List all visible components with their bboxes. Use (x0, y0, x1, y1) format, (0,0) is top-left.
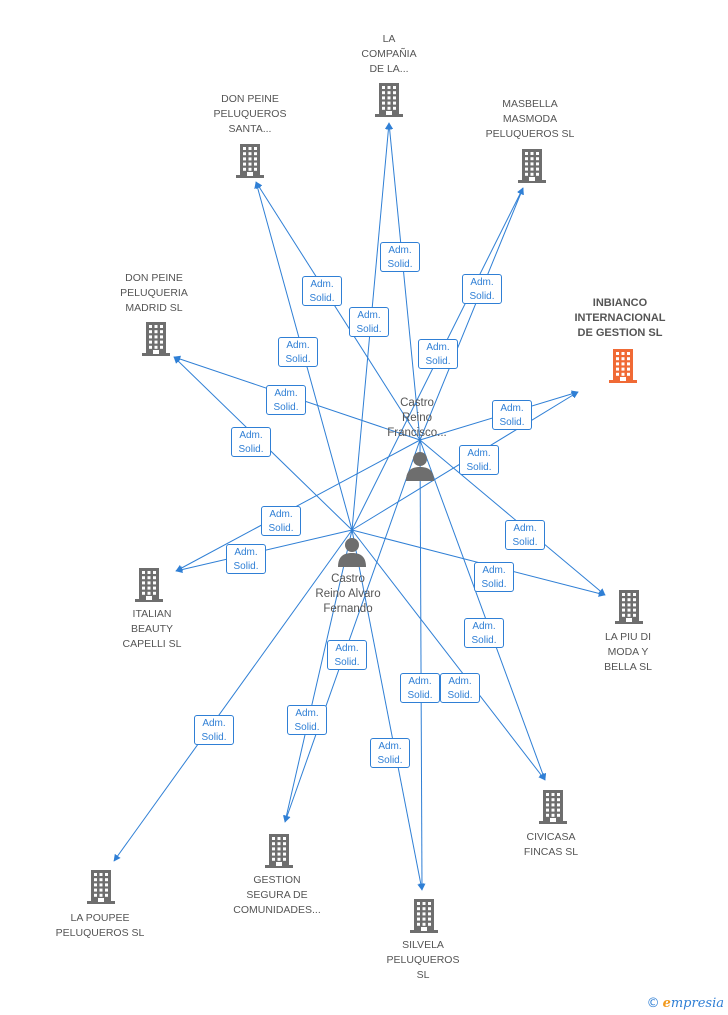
company-label-silvela[interactable]: SILVELA PELUQUEROS SL (386, 939, 460, 981)
edge-francisco-compania (386, 122, 421, 441)
relation-badge[interactable]: Adm. Solid. (266, 385, 306, 415)
person-label-francisco[interactable]: Castro Reino Francisco... (387, 397, 447, 439)
company-label-lapiu[interactable]: LA PIU DI MODA Y BELLA SL (604, 631, 652, 673)
relation-badge[interactable]: Adm. Solid. (474, 562, 514, 592)
building-icon[interactable] (235, 144, 265, 183)
brand-footer[interactable]: ©empresia (647, 996, 724, 1011)
relation-badge[interactable]: Adm. Solid. (302, 276, 342, 306)
edge-francisco-masbella (419, 187, 524, 441)
building-icon[interactable] (264, 834, 294, 873)
relation-badge[interactable]: Adm. Solid. (459, 445, 499, 475)
company-label-donpeine_santa[interactable]: DON PEINE PELUQUEROS SANTA... (213, 93, 287, 135)
building-icon[interactable] (608, 349, 638, 388)
company-label-italian[interactable]: ITALIAN BEAUTY CAPELLI SL (122, 608, 182, 650)
brand-logo-initial: e (662, 996, 671, 1011)
relation-badge[interactable]: Adm. Solid. (349, 307, 389, 337)
edge-alvaro-gestion (282, 529, 353, 823)
copyright-symbol: © (646, 996, 660, 1011)
relation-badge[interactable]: Adm. Solid. (231, 427, 271, 457)
edge-alvaro-silvela (351, 529, 425, 891)
relation-badge[interactable]: Adm. Solid. (492, 400, 532, 430)
relation-badge[interactable]: Adm. Solid. (505, 520, 545, 550)
relation-badge[interactable]: Adm. Solid. (380, 242, 420, 272)
relation-badge[interactable]: Adm. Solid. (462, 274, 502, 304)
relation-badge[interactable]: Adm. Solid. (464, 618, 504, 648)
edge-francisco-civicasa (419, 439, 547, 781)
edge-francisco-donpeine_santa (255, 181, 421, 441)
company-label-inbianco[interactable]: INBIANCO INTERNACIONAL DE GESTION SL (574, 297, 666, 339)
edge-francisco-gestion (283, 439, 421, 823)
relation-badge[interactable]: Adm. Solid. (261, 506, 301, 536)
person-label-alvaro[interactable]: Castro Reino Alvaro Fernando (315, 573, 381, 615)
edge-francisco-silvela (418, 439, 426, 891)
building-icon[interactable] (141, 322, 171, 361)
company-label-masbella[interactable]: MASBELLA MASMODA PELUQUEROS SL (485, 98, 575, 140)
relation-badge[interactable]: Adm. Solid. (287, 705, 327, 735)
edge-alvaro-civicasa (351, 529, 546, 781)
relation-badge[interactable]: Adm. Solid. (327, 640, 367, 670)
relation-badge[interactable]: Adm. Solid. (226, 544, 266, 574)
relation-badge[interactable]: Adm. Solid. (418, 339, 458, 369)
building-icon[interactable] (134, 568, 164, 607)
building-icon[interactable] (517, 149, 547, 188)
person-icon[interactable] (337, 537, 367, 572)
relation-badge[interactable]: Adm. Solid. (400, 673, 440, 703)
building-icon[interactable] (409, 899, 439, 938)
building-icon[interactable] (538, 790, 568, 829)
company-label-gestion[interactable]: GESTION SEGURA DE COMUNIDADES... (233, 874, 321, 916)
relation-badge[interactable]: Adm. Solid. (194, 715, 234, 745)
edge-francisco-lapiu (419, 439, 606, 596)
building-icon[interactable] (86, 870, 116, 909)
relation-badge[interactable]: Adm. Solid. (370, 738, 410, 768)
relation-badge[interactable]: Adm. Solid. (278, 337, 318, 367)
person-icon[interactable] (405, 451, 435, 486)
relation-badge[interactable]: Adm. Solid. (440, 673, 480, 703)
company-label-civicasa[interactable]: CIVICASA FINCAS SL (523, 831, 579, 858)
company-label-compania[interactable]: LA COMPAÑIA DE LA... (361, 33, 417, 75)
company-label-donpeine_madrid[interactable]: DON PEINE PELUQUERIA MADRID SL (120, 272, 188, 314)
building-icon[interactable] (614, 590, 644, 629)
edge-alvaro-lapoupee (113, 529, 353, 862)
company-label-lapoupee[interactable]: LA POUPEE PELUQUEROS SL (55, 912, 145, 939)
building-icon[interactable] (374, 83, 404, 122)
brand-logo-text: mpresia (670, 996, 724, 1011)
edge-francisco-italian (175, 439, 421, 572)
